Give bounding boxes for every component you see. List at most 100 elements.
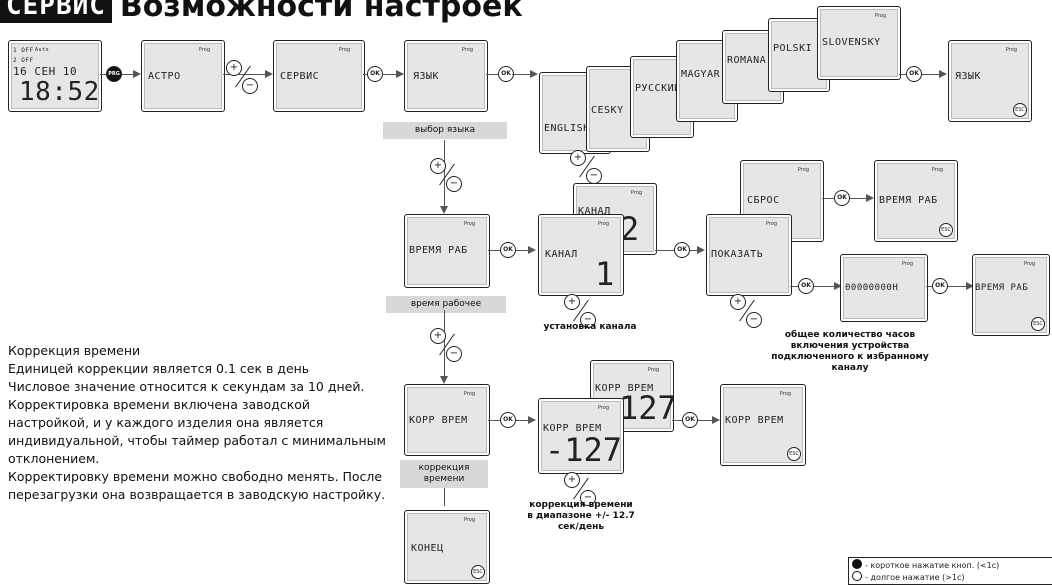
- home-line1: 1 OFF: [13, 47, 34, 54]
- esc-icon[interactable]: ESC: [1013, 103, 1027, 117]
- lcd-astro-text: АСТРО: [148, 71, 181, 82]
- prog-tag: Prog: [901, 261, 913, 267]
- lcd-worktime: Prog ВРЕМЯ РАБ: [404, 214, 490, 288]
- ok-button[interactable]: OK: [798, 278, 814, 294]
- ok-button[interactable]: OK: [834, 190, 850, 206]
- ok-button[interactable]: OK: [367, 66, 383, 82]
- lcd-reset-text: СБРОС: [747, 195, 780, 206]
- plus-icon[interactable]: +: [570, 150, 586, 166]
- arrow: [528, 246, 536, 254]
- arrow: [440, 206, 448, 214]
- title-text: Возможности настроек: [119, 0, 523, 24]
- lcd-hours-result: Prog ВРЕМЯ РАБ ESC: [972, 254, 1050, 336]
- para-line: Коррекция времени: [8, 343, 141, 358]
- lang-option: MAGYAR: [681, 69, 721, 80]
- plus-icon[interactable]: +: [564, 472, 580, 488]
- label-total-hours: общее количество часов включения устройс…: [771, 330, 929, 373]
- lcd-worktime-text: ВРЕМЯ РАБ: [409, 245, 468, 256]
- ok-button[interactable]: OK: [682, 412, 698, 428]
- lcd-corr-negative: Prog КОРР ВРЕМ -127: [538, 398, 624, 474]
- plus-icon[interactable]: +: [730, 294, 746, 310]
- page-title: СЕРВИС Возможности настроек: [0, 0, 523, 26]
- lang-option: POLSKI: [773, 43, 813, 54]
- esc-icon[interactable]: ESC: [939, 223, 953, 237]
- arrow: [697, 246, 705, 254]
- home-auto: Auto: [35, 47, 50, 53]
- lcd-hours: Prog 00000000H: [840, 254, 928, 322]
- lcd-hours-result-text: ВРЕМЯ РАБ: [975, 283, 1029, 293]
- lcd-reset-result: Prog ВРЕМЯ РАБ ESC: [874, 160, 958, 242]
- plus-minus-toggle[interactable]: + −: [426, 326, 466, 366]
- esc-icon[interactable]: ESC: [1031, 317, 1045, 331]
- connector: [512, 74, 530, 75]
- lcd-lang-result-text: ЯЗЫК: [955, 71, 982, 82]
- arrow: [866, 194, 874, 202]
- plus-icon[interactable]: +: [430, 158, 446, 174]
- empty-dot-icon: [852, 571, 862, 581]
- arrow: [834, 282, 842, 290]
- esc-icon[interactable]: ESC: [787, 447, 801, 461]
- home-line2: 2 OFF: [13, 57, 34, 64]
- ok-button[interactable]: OK: [500, 242, 516, 258]
- lang-option: SLOVENSKY: [822, 37, 881, 48]
- lang-option: ENGLISH: [544, 123, 590, 134]
- lcd-corr: Prog КОРР ВРЕМ: [404, 384, 490, 456]
- minus-icon[interactable]: −: [446, 176, 462, 192]
- para-line: Корректировка времени включена заводской…: [8, 397, 386, 466]
- arrow: [712, 416, 720, 424]
- prog-tag: Prog: [797, 167, 809, 173]
- plus-icon[interactable]: +: [226, 60, 242, 76]
- lcd-corr-label: КОРР ВРЕМ: [543, 423, 602, 434]
- prog-tag: Prog: [463, 517, 475, 523]
- time-correction-description: Коррекция времени Единицей коррекции явл…: [8, 342, 388, 504]
- ok-button[interactable]: OK: [932, 278, 948, 294]
- label-corr-range: коррекция времени в диапазоне +/- 12.7 с…: [527, 500, 635, 532]
- filled-dot-icon: [852, 559, 862, 569]
- prog-tag: Prog: [765, 221, 777, 227]
- minus-icon[interactable]: −: [586, 168, 602, 184]
- lcd-corr-text: КОРР ВРЕМ: [409, 415, 468, 426]
- prog-tag: Prog: [630, 190, 642, 196]
- para-line: Единицей коррекции является 0.1 сек в де…: [8, 361, 310, 376]
- lcd-corr-result-text: КОРР ВРЕМ: [725, 415, 784, 426]
- lcd-reset-result-text: ВРЕМЯ РАБ: [879, 195, 938, 206]
- label-corr: коррекция времени: [400, 460, 488, 488]
- lcd-service-text: СЕРВИС: [280, 71, 320, 82]
- prog-tag: Prog: [463, 391, 475, 397]
- minus-icon[interactable]: −: [580, 312, 596, 328]
- lcd-show-text: ПОКАЗАТЬ: [711, 249, 764, 260]
- minus-icon[interactable]: −: [580, 490, 596, 506]
- prog-tag: Prog: [597, 405, 609, 411]
- lcd-lang: Prog ЯЗЫК: [404, 40, 488, 112]
- ok-button[interactable]: OK: [498, 66, 514, 82]
- plus-minus-toggle[interactable]: + −: [560, 470, 600, 510]
- lcd-corr-value: -127: [545, 431, 623, 469]
- title-lcd-badge: СЕРВИС: [0, 0, 112, 23]
- ok-button[interactable]: OK: [906, 66, 922, 82]
- legend-long: - долгое нажатие (>1c): [852, 571, 1052, 583]
- lcd-channel-label: КАНАЛ: [545, 249, 578, 260]
- lcd-channel-value: 2: [620, 210, 640, 248]
- plus-minus-toggle[interactable]: + −: [560, 292, 600, 332]
- arrow: [396, 70, 404, 78]
- minus-icon[interactable]: −: [242, 78, 258, 94]
- ok-button[interactable]: OK: [500, 412, 516, 428]
- lcd-lang-result: Prog ЯЗЫК ESC: [948, 40, 1032, 122]
- plus-icon[interactable]: +: [564, 294, 580, 310]
- esc-icon[interactable]: ESC: [471, 565, 485, 579]
- plus-icon[interactable]: +: [430, 328, 446, 344]
- plus-minus-toggle[interactable]: + −: [566, 148, 606, 188]
- legend-short-text: - короткое нажатие кноп. (<1c): [865, 561, 1000, 570]
- home-time: 18:52: [19, 77, 100, 107]
- connector: [121, 74, 133, 75]
- lcd-channel-label: КАНАЛ: [578, 206, 611, 217]
- prg-button[interactable]: PRG: [106, 66, 122, 82]
- para-line: Числовое значение относится к секундам з…: [8, 379, 365, 394]
- plus-minus-toggle[interactable]: + −: [222, 58, 262, 98]
- prog-tag: Prog: [1005, 47, 1017, 53]
- plus-minus-toggle[interactable]: + −: [726, 292, 766, 332]
- ok-button[interactable]: OK: [674, 242, 690, 258]
- plus-minus-toggle[interactable]: + −: [426, 156, 466, 196]
- minus-icon[interactable]: −: [446, 346, 462, 362]
- minus-icon[interactable]: −: [746, 312, 762, 328]
